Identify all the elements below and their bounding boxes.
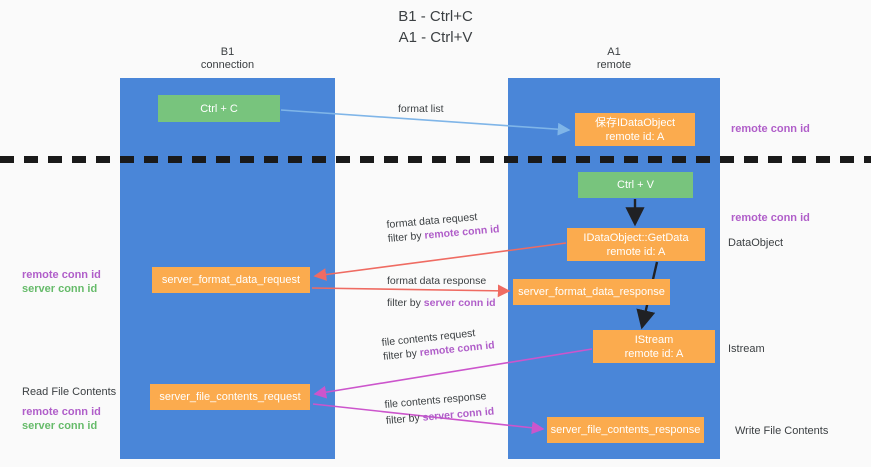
edge-label-file-contents-response: file contents response filter by server … <box>384 389 495 428</box>
annotation-left-mid-remote: remote conn id <box>22 269 101 281</box>
node-ctrl-v[interactable]: Ctrl + V <box>578 172 693 198</box>
annotation-istream: Istream <box>728 343 765 355</box>
annotation-group-bottom-left: Read File Contents remote conn id server… <box>22 385 147 433</box>
edge-label-format-data-request: format data request filter by remote con… <box>386 208 500 246</box>
page-title: B1 - Ctrl+C A1 - Ctrl+V <box>398 8 473 46</box>
node-server-file-contents-response[interactable]: server_file_contents_response <box>547 417 704 443</box>
annotation-dataobject: DataObject <box>728 237 784 249</box>
annotation-remote-conn-id-top: remote conn id <box>731 123 810 135</box>
column-header-b1: B1 connection <box>200 46 255 71</box>
column-header-a1: A1 remote <box>596 46 632 71</box>
annotation-group-middle-left: remote conn id server conn id <box>22 268 142 296</box>
node-server-format-data-response[interactable]: server_format_data_response <box>513 279 670 305</box>
node-idataobject-getdata[interactable]: IDataObject::GetData remote id: A <box>567 228 705 261</box>
node-server-format-data-request[interactable]: server_format_data_request <box>152 267 310 293</box>
annotation-left-bottom-remote: remote conn id <box>22 406 101 418</box>
annotation-left-bottom-server: server conn id <box>22 420 98 432</box>
edge-label-format-list: format list <box>398 102 444 116</box>
node-ctrl-c[interactable]: Ctrl + C <box>158 95 280 122</box>
annotation-write-file-contents: Write File Contents <box>735 425 829 437</box>
edge-label-fcres-key: server conn id <box>422 405 495 424</box>
edge-label-fdres-line1: format data response <box>387 275 487 287</box>
node-idataobject-store[interactable]: 保存IDataObject remote id: A <box>575 113 695 146</box>
node-istream[interactable]: IStream remote id: A <box>593 330 715 363</box>
section-divider <box>0 156 871 163</box>
annotation-read-file-contents: Read File Contents <box>22 386 117 398</box>
edge-label-fdres-prefix: filter by <box>387 297 424 309</box>
node-server-file-contents-request[interactable]: server_file_contents_request <box>150 384 310 410</box>
edge-label-fdres-key: server conn id <box>423 297 496 309</box>
annotation-left-mid-server: server conn id <box>22 283 98 295</box>
edge-label-fcreq-prefix: filter by <box>382 347 421 363</box>
edge-label-fdreq-prefix: filter by <box>387 229 425 245</box>
annotation-remote-conn-id-mid: remote conn id <box>731 212 810 224</box>
edge-label-format-list-line1: format list <box>398 103 444 115</box>
edge-label-format-data-response: format data response filter by server co… <box>387 274 496 310</box>
edge-label-file-contents-request: file contents request filter by remote c… <box>381 324 495 364</box>
edge-label-fcres-prefix: filter by <box>385 411 424 427</box>
